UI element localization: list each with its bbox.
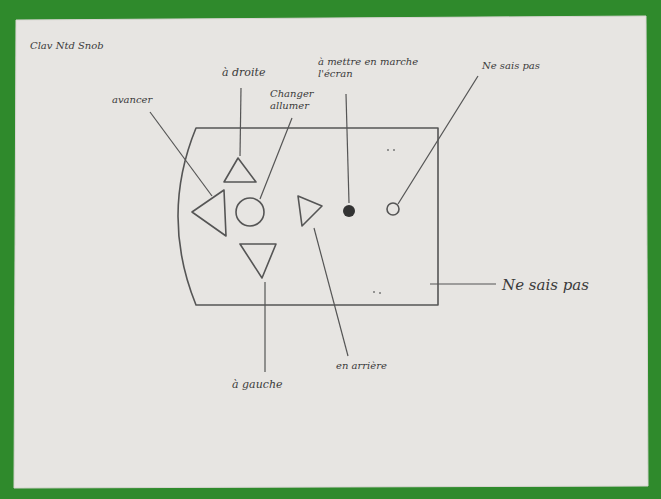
dot — [393, 149, 395, 151]
leader-line — [314, 228, 348, 356]
handwritten-label: Ne sais pas — [482, 60, 540, 72]
dark-round-button — [343, 205, 355, 217]
handwritten-label: à droite — [222, 66, 265, 79]
bottom-triangle-button — [240, 244, 276, 278]
handwritten-label: en arrière — [336, 360, 387, 372]
handwritten-label: avancer — [112, 94, 152, 106]
top-triangle-button — [224, 158, 256, 182]
handwritten-label: Changer allumer — [270, 88, 322, 112]
right-triangle-button — [298, 196, 322, 226]
handwritten-label: Clav Ntd Snob — [30, 40, 104, 52]
left-triangle-button — [192, 190, 226, 236]
controller-body — [178, 128, 438, 305]
leader-line — [398, 76, 478, 204]
handwritten-label: à mettre en marche l'écran — [318, 56, 424, 80]
leader-line — [260, 118, 292, 199]
leader-line — [150, 112, 212, 196]
paper-sheet — [14, 16, 648, 488]
small-round-button — [387, 203, 399, 215]
dot — [387, 149, 389, 151]
leader-line — [264, 282, 265, 372]
leader-line — [240, 88, 241, 156]
center-circle-button — [236, 198, 264, 226]
handwritten-label: Ne sais pas — [502, 276, 589, 294]
dot — [379, 292, 381, 294]
leader-line — [346, 94, 349, 203]
leader-line — [430, 283, 496, 284]
dot — [373, 291, 375, 293]
handwritten-label: à gauche — [232, 378, 283, 391]
